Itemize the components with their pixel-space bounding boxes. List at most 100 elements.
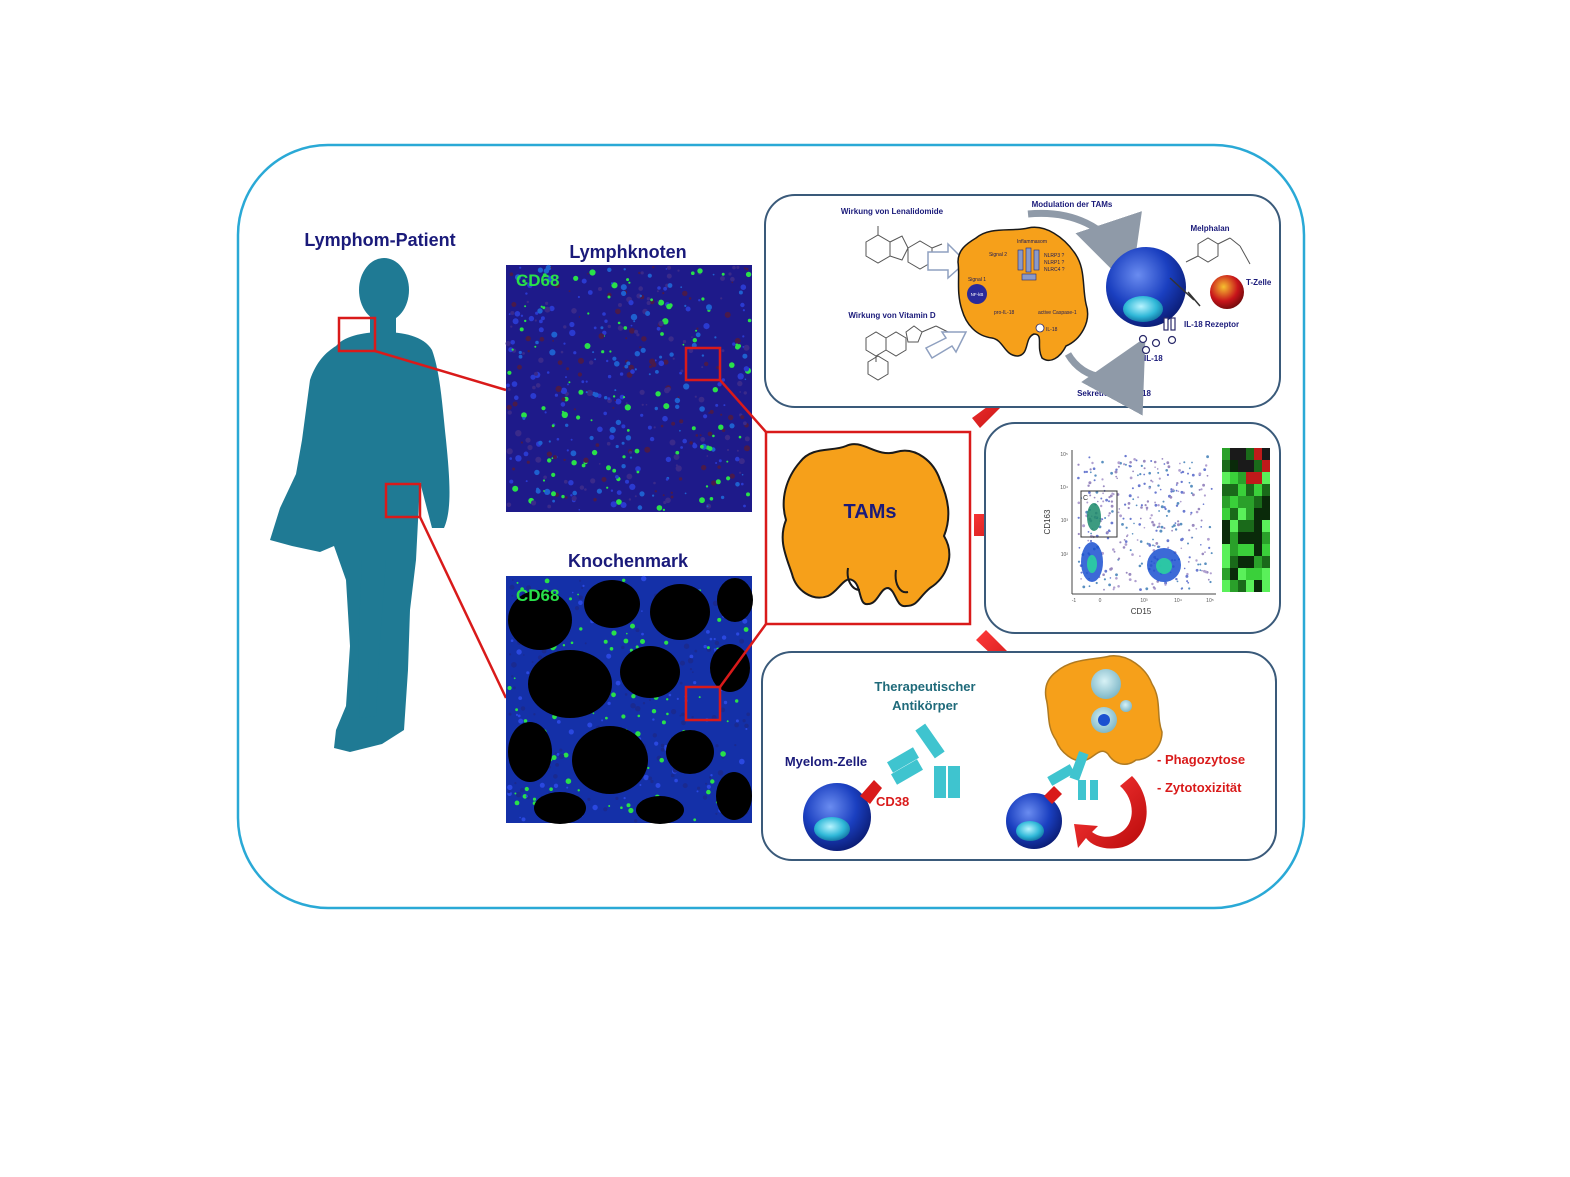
stain-speck [1188,467,1191,470]
stain-speck [635,466,641,472]
stain-speck [552,340,554,342]
flow-panel [984,422,1281,634]
stain-speck [1192,493,1195,497]
stain-speck [670,495,674,499]
stain-speck [647,425,652,430]
stain-speck [1100,497,1103,500]
heatmap-cell [1246,508,1254,520]
heatmap-cell [1222,580,1230,592]
stain-speck [551,424,555,428]
stain-speck [569,321,575,328]
stain-speck [682,290,688,297]
stain-speck [579,627,583,631]
stain-speck [565,376,567,379]
stain-speck [652,494,655,497]
il18-label: IL-18 [1144,354,1163,363]
stain-speck [681,712,685,717]
stain-speck [715,744,719,748]
heatmap-cell [1238,520,1246,532]
stain-speck [1124,454,1127,458]
stain-speck [637,505,643,510]
stain-speck [555,385,562,392]
stain-speck [672,357,675,360]
stain-speck [695,434,699,437]
stain-speck [514,311,521,317]
stain-speck [544,306,551,313]
stain-speck [663,403,670,410]
stain-speck [535,383,541,388]
stain-speck [556,720,561,724]
stain-speck [1104,517,1107,519]
stain-speck [538,440,543,446]
stain-speck [1124,503,1127,506]
phagosome-3 [1120,700,1132,712]
stain-speck [1206,455,1209,459]
stain-speck [578,316,581,318]
stain-speck [715,462,718,464]
stain-speck [578,357,584,364]
stain-speck [515,713,519,717]
stain-speck [1159,488,1162,491]
stain-speck [509,272,514,277]
stain-speck [641,575,647,582]
stain-speck [621,441,625,445]
stain-speck [570,438,573,441]
stain-speck [729,362,735,368]
stain-speck [682,783,688,789]
stain-speck [524,786,529,792]
il18-vesicle [1035,323,1045,333]
stain-speck [1110,504,1114,508]
stain-speck [604,396,608,400]
myeloma-cell [803,783,871,851]
stain-speck [521,817,526,822]
stain-speck [1095,490,1099,494]
stain-speck [1200,544,1202,546]
stain-speck [1133,522,1135,525]
stain-speck [1183,461,1186,464]
stain-speck [1089,539,1093,543]
stain-speck [514,782,517,785]
stain-speck [1115,577,1118,580]
stain-speck [696,327,699,330]
stain-speck [611,282,618,289]
stain-speck [742,335,745,338]
phagocytosis-label: - Phagozytose [1157,752,1245,767]
stain-speck [692,338,697,343]
bone-marrow-fat-vacuoles [508,578,753,824]
stain-speck [735,343,739,347]
stain-speck [1177,520,1180,523]
stain-speck [1204,562,1207,565]
stain-speck [666,698,669,701]
stain-speck [520,441,524,444]
stain-speck [516,649,522,655]
stain-speck [1087,484,1090,487]
stain-speck [1135,504,1138,507]
stain-speck [1140,506,1143,509]
stain-speck [742,353,748,359]
stain-speck [601,350,605,354]
stain-speck [1150,460,1153,462]
phagosome-1 [1091,669,1121,699]
stain-speck [1140,562,1143,565]
stain-speck [1187,542,1189,545]
stain-speck [583,457,589,463]
stain-speck [534,469,540,476]
stain-speck [679,681,683,685]
stain-speck [720,495,725,500]
nfkb-node [967,284,987,304]
stain-speck [652,718,655,721]
stain-speck [626,372,633,378]
stain-speck [717,770,724,776]
stain-speck [522,279,526,283]
stain-speck [695,332,701,338]
stain-speck [587,290,593,295]
stain-speck [509,653,512,656]
stain-speck [712,600,719,606]
stain-speck [568,480,574,486]
stain-speck [1190,492,1193,495]
stain-speck [514,792,517,795]
stain-speck [532,385,536,390]
stain-speck [656,290,659,293]
stain-speck [582,584,585,588]
stain-speck [515,594,520,599]
